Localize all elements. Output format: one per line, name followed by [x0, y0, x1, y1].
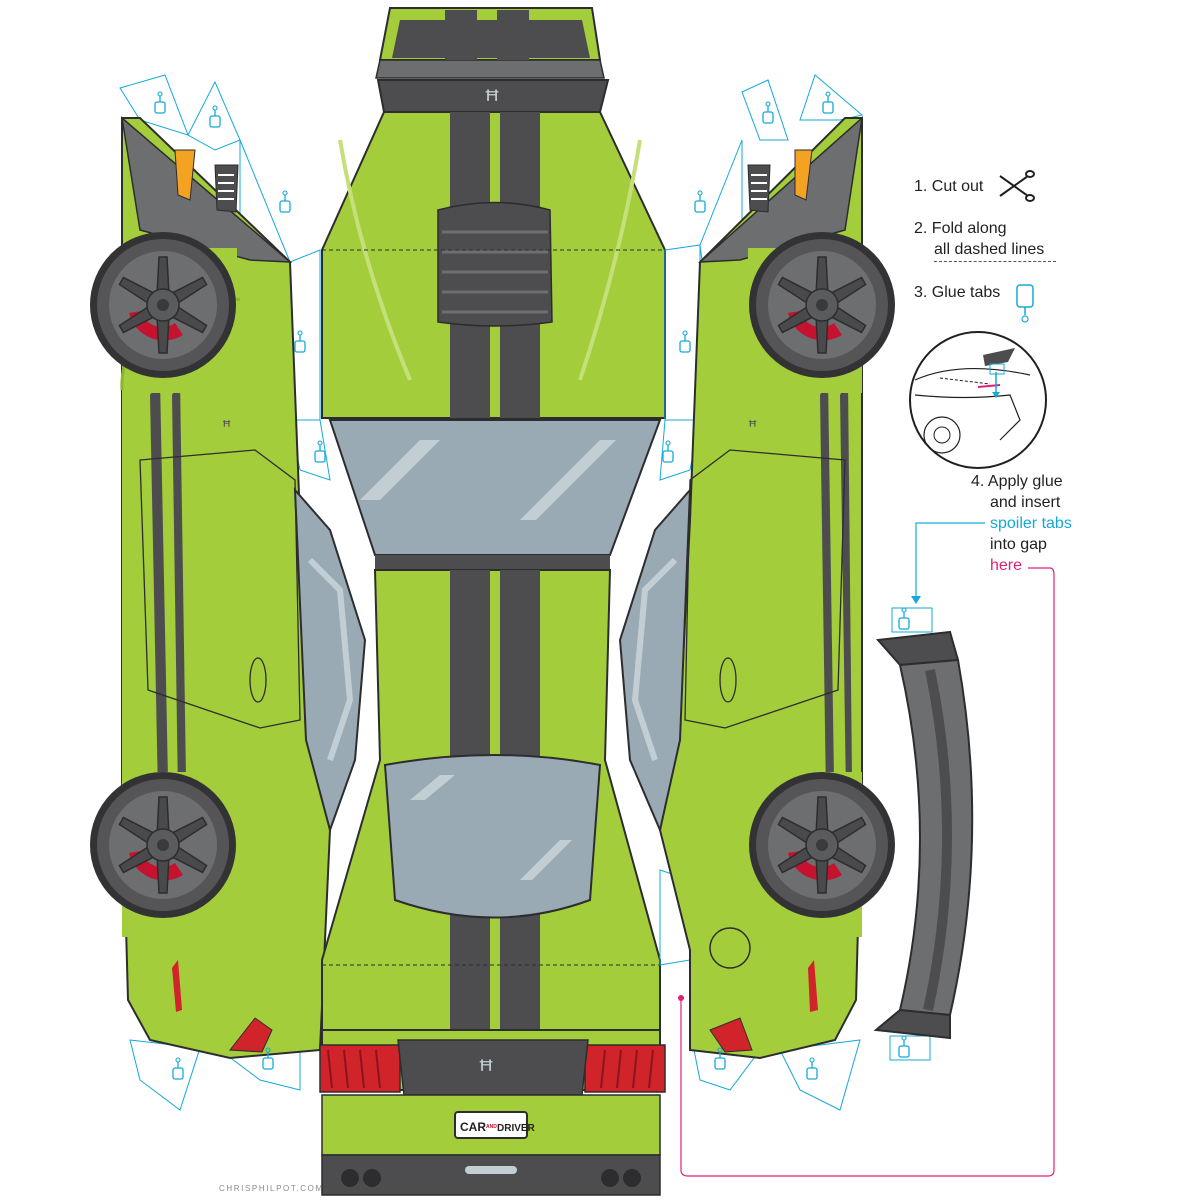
plate-text-car: CAR — [460, 1120, 486, 1134]
step-2-text-line1: 2. Fold along — [914, 220, 1007, 237]
left-side-panel: ꟸ — [89, 74, 367, 1111]
tire-icon — [748, 771, 896, 919]
step-4-text-spoiler-tabs: spoiler tabs — [990, 515, 1072, 532]
step-4-text-line4: into gap — [990, 536, 1047, 553]
step-2-text-line2: all dashed lines — [934, 241, 1045, 258]
scissors-icon — [999, 170, 1035, 202]
plate-text-driver: DRIVER — [497, 1123, 536, 1134]
spoiler-piece — [873, 607, 974, 1061]
svg-text:ꟸ: ꟸ — [748, 419, 757, 436]
step-1-text: 1. Cut out — [914, 178, 984, 195]
center-top-panel: ꟸ — [321, 7, 666, 570]
step-4-text-line2: and insert — [990, 494, 1061, 511]
step-4-text-line1: 4. Apply glue — [971, 473, 1063, 490]
cobra-emblem-icon: ꟸ — [484, 86, 500, 117]
tire-icon — [748, 231, 896, 379]
step-4-text-here: here — [990, 557, 1023, 574]
fold-dashed-line-sample — [934, 261, 1056, 262]
cobra-emblem-icon: ꟸ — [478, 1056, 494, 1087]
license-plate: CAR AND DRIVER — [454, 1111, 536, 1139]
spoiler-tab-guide-line — [915, 522, 985, 600]
tire-icon — [89, 771, 237, 919]
plate-text-and: AND — [486, 1124, 497, 1130]
gap-guide-line — [680, 567, 1055, 1177]
tire-icon — [89, 231, 237, 379]
glue-bottle-icon — [1016, 284, 1034, 323]
artist-credit: CHRISPHILPOT.COM — [219, 1184, 324, 1193]
spoiler-insert-diagram — [909, 331, 1047, 469]
step-3-text: 3. Glue tabs — [914, 284, 1001, 301]
right-side-panel: ꟸ — [618, 74, 896, 1111]
center-rear-panel: ꟸ — [319, 569, 666, 1196]
svg-text:ꟸ: ꟸ — [222, 419, 231, 436]
